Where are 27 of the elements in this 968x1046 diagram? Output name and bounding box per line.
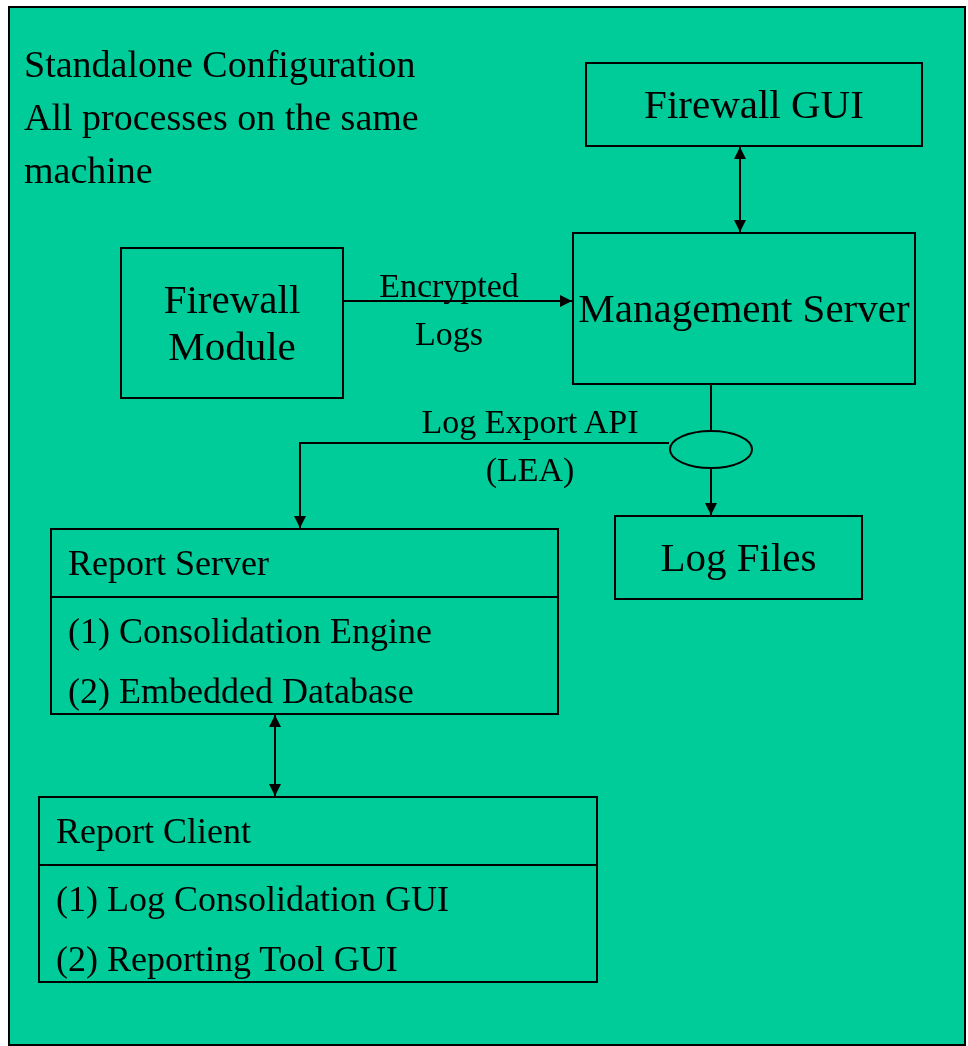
junction-ellipse	[669, 430, 753, 469]
arrow	[269, 714, 281, 797]
component-box	[50, 528, 559, 715]
box-text: Management Server	[578, 284, 910, 333]
arrow	[734, 146, 746, 233]
box-heading: Report Client	[40, 798, 596, 866]
box-text: Firewall Module	[162, 275, 302, 371]
box-text: Firewall GUI	[644, 80, 864, 129]
process-box	[572, 232, 916, 385]
edge-label: Log Export API (LEA)	[420, 402, 640, 490]
connector-line	[710, 384, 712, 431]
box-item: (1) Consolidation Engine	[67, 610, 433, 653]
box-item: (2) Embedded Database	[67, 670, 415, 713]
title: Standalone Configuration	[24, 42, 416, 87]
arrow	[294, 442, 670, 529]
box-heading: Report Server	[52, 530, 557, 598]
process-box	[585, 62, 923, 147]
edge-label: Encrypted Logs	[378, 266, 520, 354]
arrow	[705, 468, 717, 516]
process-box	[614, 515, 863, 600]
box-item: (1) Log Consolidation GUI	[55, 878, 450, 921]
box-text: Log Files	[660, 533, 817, 582]
process-box	[120, 247, 344, 399]
note-text: All processes on the same machine	[24, 95, 420, 194]
box-item: (2) Reporting Tool GUI	[55, 938, 399, 981]
component-box	[38, 796, 598, 983]
arrow	[343, 295, 573, 307]
